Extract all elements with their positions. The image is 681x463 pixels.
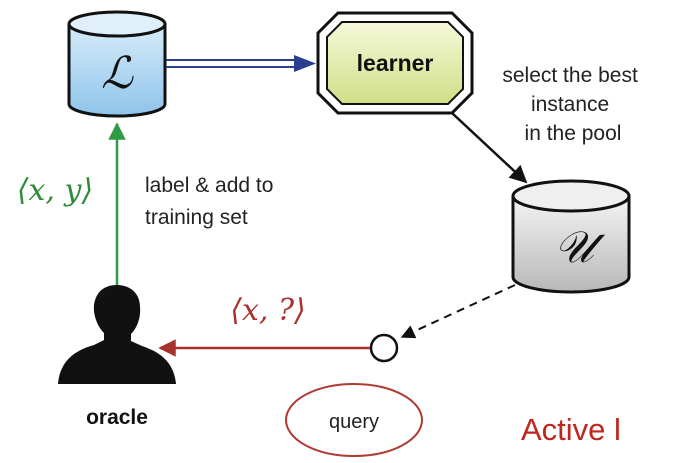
query-node bbox=[369, 333, 399, 363]
oracle-label: oracle bbox=[86, 406, 148, 429]
labeled-set-database: ℒ bbox=[67, 10, 167, 118]
arrow-pool-to-query bbox=[400, 284, 516, 339]
label-text-line-2: training set bbox=[145, 206, 248, 229]
caption-mask bbox=[667, 400, 681, 463]
query-highlight-ellipse bbox=[285, 383, 423, 457]
caption-fragment: Active l bbox=[521, 412, 621, 447]
arrow-labeled-to-learner bbox=[166, 55, 316, 72]
select-instance-text: select the best instance in the pool bbox=[502, 64, 643, 145]
learner-label: learner bbox=[357, 50, 434, 76]
arrow-learner-to-pool bbox=[451, 112, 528, 184]
select-text-line-1: select the best bbox=[502, 64, 638, 87]
labeled-pair-label: ⟨x, y⟩ bbox=[17, 173, 93, 208]
unlabeled-pool-database: 𝒰 bbox=[511, 179, 631, 294]
select-text-line-3: in the pool bbox=[525, 122, 622, 145]
oracle-person-icon bbox=[58, 285, 176, 384]
learner-node: learner bbox=[316, 11, 474, 115]
query-label: query bbox=[329, 411, 379, 433]
select-text-line-2: instance bbox=[531, 93, 609, 116]
label-add-text: label & add to training set bbox=[145, 174, 279, 229]
labeled-set-symbol: ℒ bbox=[101, 48, 134, 99]
label-text-line-1: label & add to bbox=[145, 174, 273, 197]
query-pair-label: ⟨x, ?⟩ bbox=[230, 293, 305, 328]
